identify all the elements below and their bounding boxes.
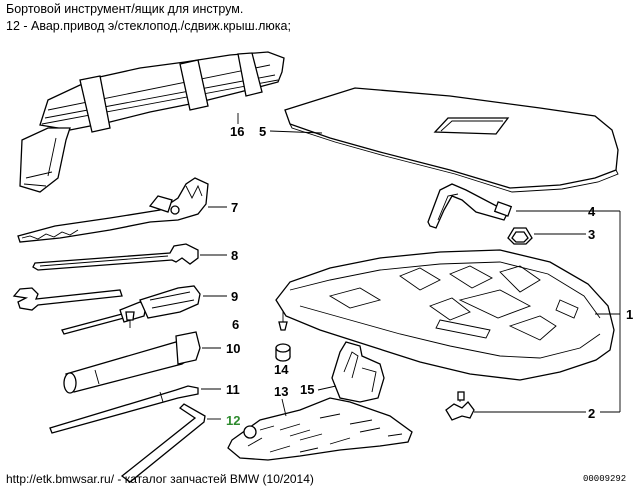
leader-15 [317, 385, 337, 391]
callout-16[interactable]: 16 [230, 124, 244, 139]
hex-key-part-12[interactable] [120, 403, 206, 483]
pliers-part-7[interactable] [17, 177, 209, 243]
callout-4[interactable]: 4 [588, 204, 596, 219]
callout-10[interactable]: 10 [226, 341, 240, 356]
screw-part-6[interactable] [125, 311, 135, 328]
strap-part-4[interactable] [427, 183, 513, 229]
callout-6[interactable]: 6 [232, 317, 239, 332]
callout-8[interactable]: 8 [231, 248, 238, 263]
footer-source[interactable]: http://etk.bmwsar.ru/ - каталог запчасте… [6, 472, 314, 486]
callout-2[interactable]: 2 [588, 406, 595, 421]
wing-bolt-part-2[interactable] [445, 391, 475, 421]
callout-1[interactable]: 1 [626, 307, 633, 322]
wrench-2-part-9[interactable] [12, 287, 123, 311]
tool-roll-part-16[interactable] [19, 51, 285, 193]
document-number: 00009292 [583, 474, 627, 484]
wrench-part-8[interactable] [32, 243, 199, 271]
callout-14[interactable]: 14 [274, 362, 289, 377]
callout-11[interactable]: 11 [226, 382, 240, 397]
screwdriver-part-9[interactable] [61, 285, 201, 335]
tool-tray-part-1[interactable] [275, 249, 615, 381]
callout-12[interactable]: 12 [226, 413, 240, 428]
callout-15[interactable]: 15 [300, 382, 314, 397]
socket-wrench-part-10[interactable] [63, 331, 201, 394]
grommet-part-3[interactable] [507, 227, 533, 245]
callout-5[interactable]: 5 [259, 124, 266, 139]
callout-7[interactable]: 7 [231, 200, 238, 215]
clip-part-15[interactable] [331, 341, 385, 403]
page-title: Бортовой инструмент/ящик для инструм. [6, 2, 244, 16]
callout-9[interactable]: 9 [231, 289, 238, 304]
leader-13 [281, 398, 287, 417]
cover-board-part-5[interactable] [284, 87, 619, 193]
tommy-bar-part-11[interactable] [49, 385, 199, 434]
bag-part-13[interactable] [227, 397, 413, 461]
cap-part-14[interactable] [275, 310, 291, 362]
callout-13[interactable]: 13 [274, 384, 288, 399]
page-subtitle: 12 - Авар.привод э/стеклопод./сдвиж.крыш… [6, 19, 291, 33]
callout-3[interactable]: 3 [588, 227, 595, 242]
leader-5 [269, 130, 323, 134]
